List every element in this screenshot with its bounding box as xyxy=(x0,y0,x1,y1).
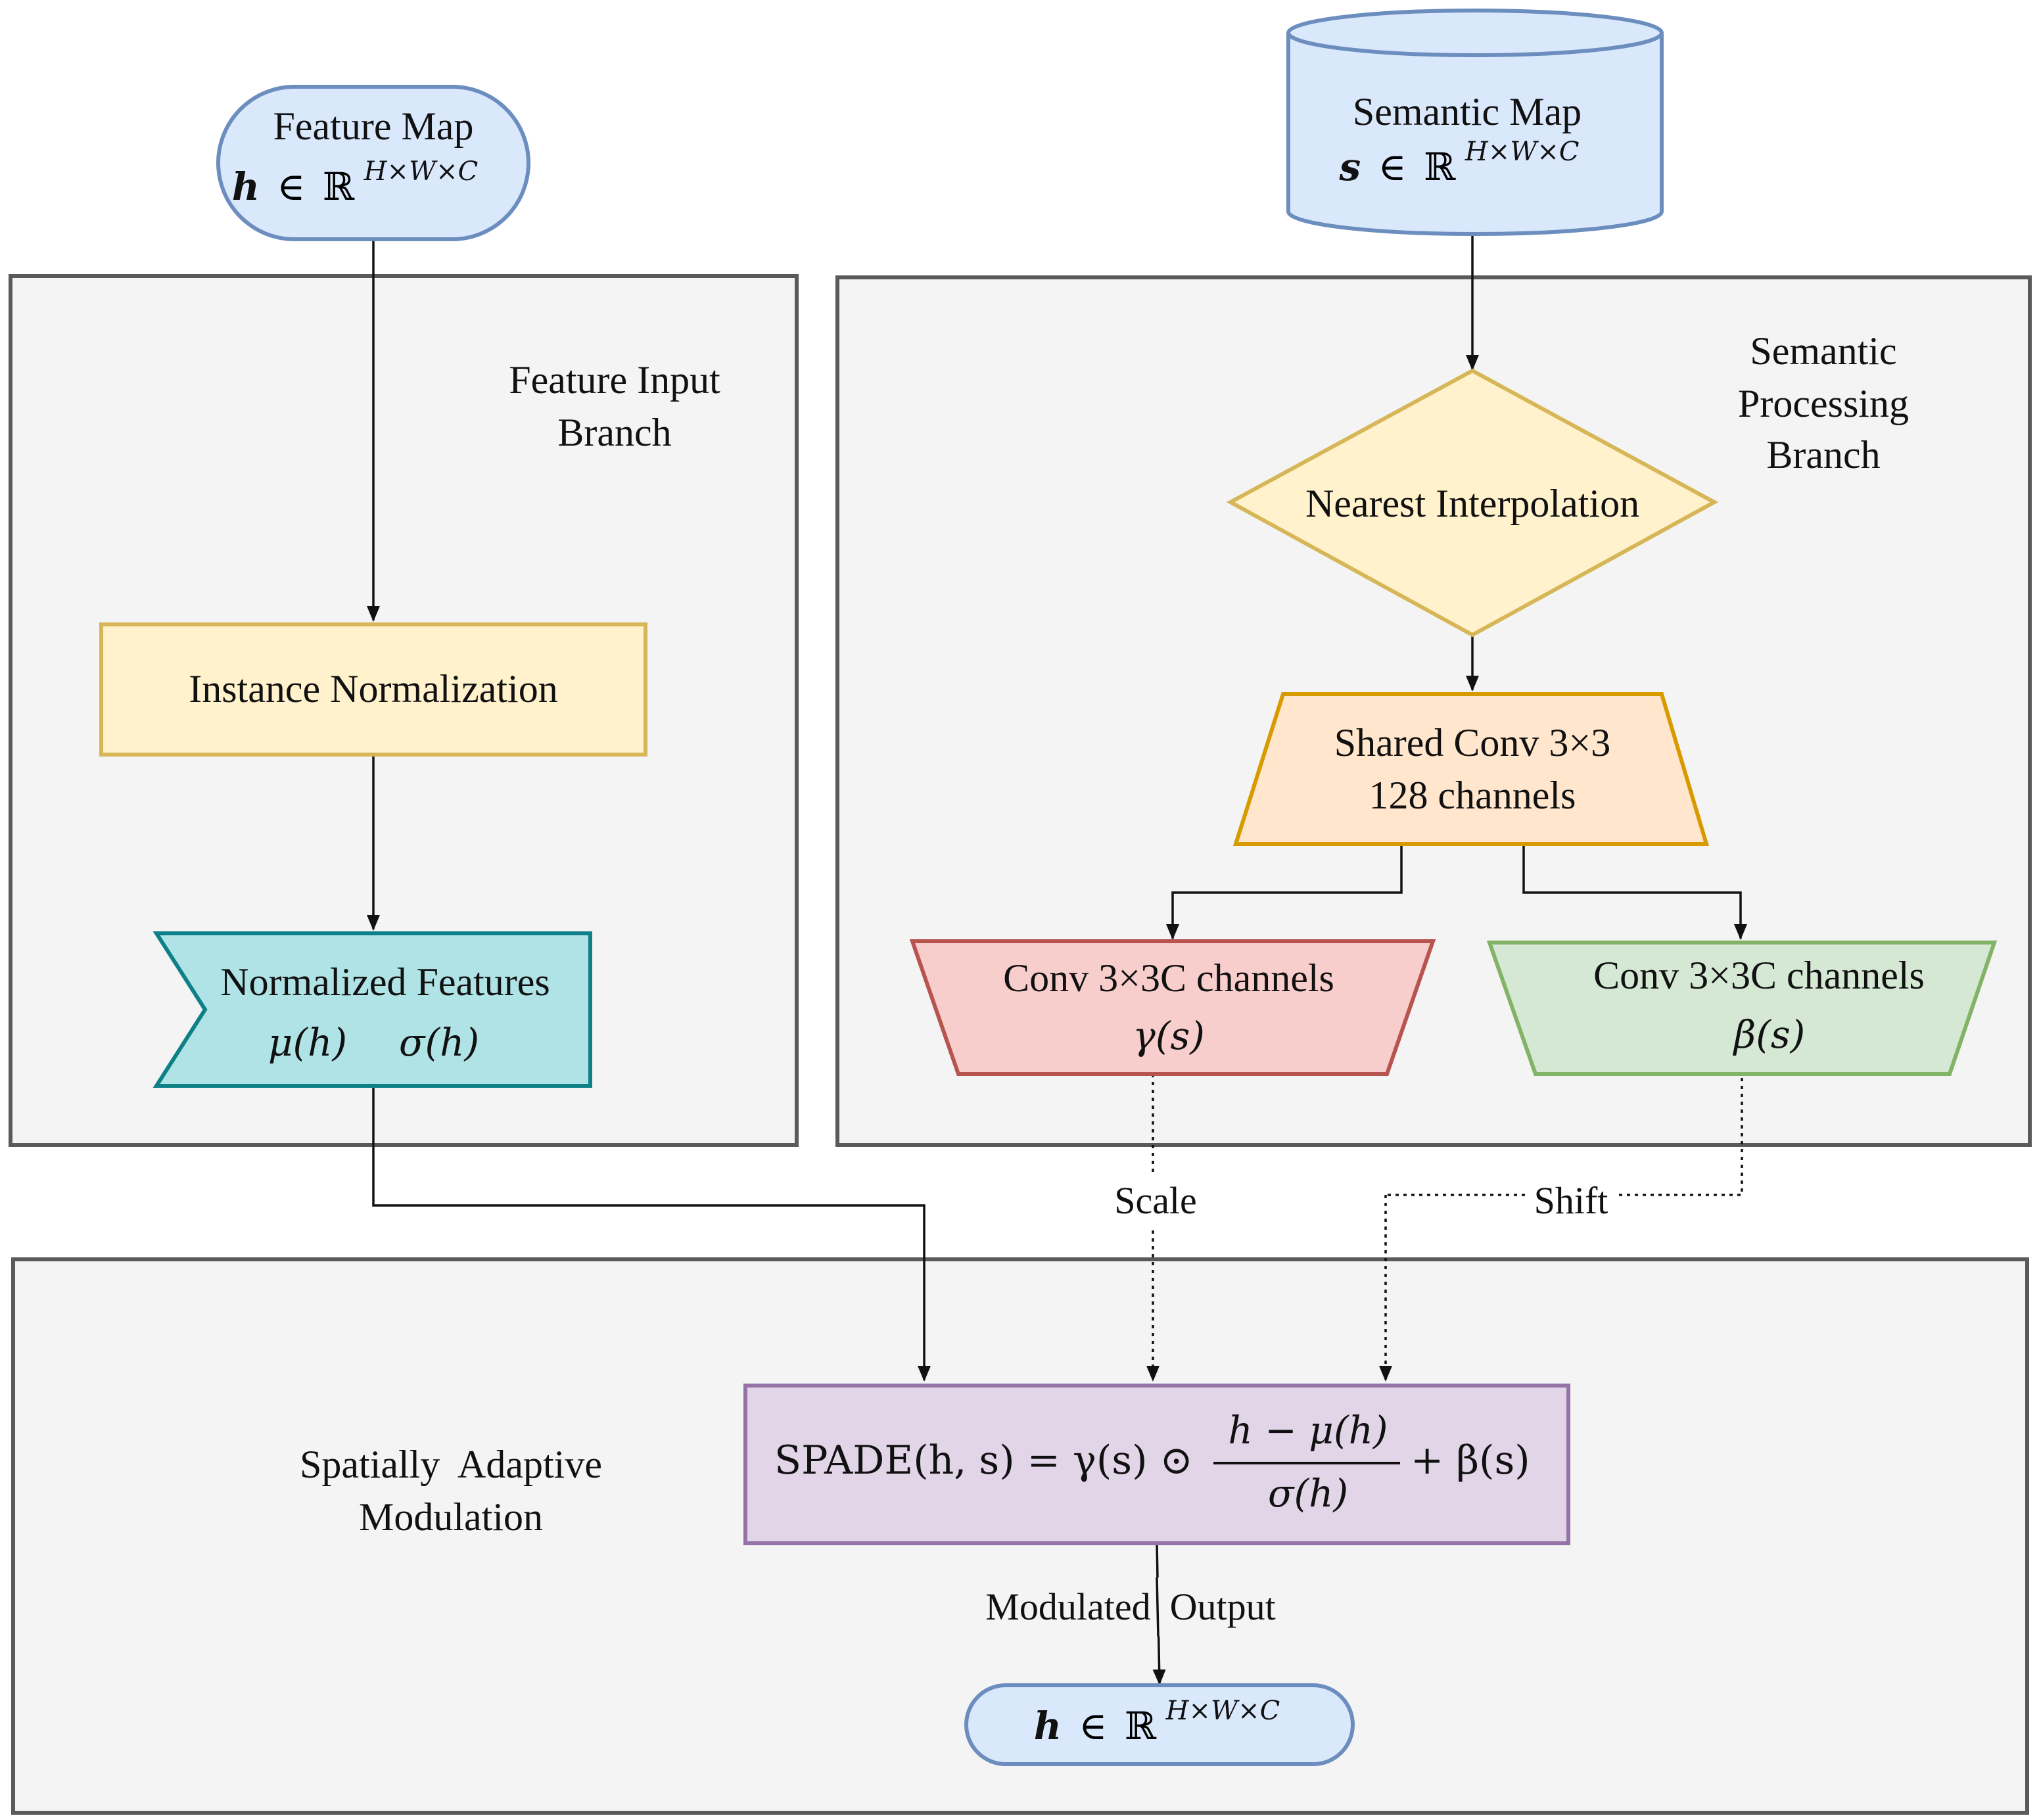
normalized-features-sigma: σ(h) xyxy=(399,1020,479,1065)
semantic-map-node: Semantic Map s ∈ ℝ H×W×C xyxy=(1286,9,1664,236)
conv-beta-label: Conv 3×3C channels xyxy=(1593,954,1925,997)
modulation-label-line2: Modulation xyxy=(359,1495,543,1539)
shared-conv-node: Shared Conv 3×3 128 channels xyxy=(1232,692,1710,846)
shared-conv-line2: 128 channels xyxy=(1369,774,1576,817)
conv-beta-fn: β(s) xyxy=(1733,1012,1806,1057)
edge-label-bg xyxy=(964,1577,1299,1637)
edge-label-scale: Scale xyxy=(1114,1179,1197,1222)
instance-normalization-node: Instance Normalization xyxy=(99,622,647,757)
spade-formula-node: SPADE(h, s) = γ(s) ⊙ h − μ(h) σ(h) + β(s… xyxy=(743,1384,1570,1545)
edge-shared-conv-to-beta xyxy=(1522,845,1747,940)
normalized-features-label: Normalized Features xyxy=(220,960,550,1004)
spade-formula-rhs: + β(s) xyxy=(1411,1437,1530,1483)
semantic-map-formula: s ∈ ℝ H×W×C xyxy=(1339,137,1580,189)
feature-map-formula: h ∈ ℝ H×W×C xyxy=(232,156,478,209)
nearest-interpolation-label: Nearest Interpolation xyxy=(1305,482,1639,525)
edge-spade-to-output-overlay xyxy=(1156,1577,1160,1637)
instance-normalization-label: Instance Normalization xyxy=(189,667,557,711)
conv-gamma-label: Conv 3×3C channels xyxy=(1003,956,1334,1000)
edge-shared-conv-to-gamma xyxy=(1166,845,1403,940)
normalized-features-node: Normalized Features μ(h) σ(h) xyxy=(152,931,592,1088)
feature-map-node: Feature Map h ∈ ℝ H×W×C xyxy=(216,85,530,241)
shared-conv-line1: Shared Conv 3×3 xyxy=(1334,721,1610,764)
feature-branch-label-line1: Feature Input xyxy=(509,358,720,402)
edge-label-modulated-output: Modulated Output xyxy=(985,1585,1275,1628)
nearest-interpolation-node: Nearest Interpolation xyxy=(1226,368,1719,638)
spade-formula-denominator: σ(h) xyxy=(1268,1471,1348,1516)
edge-normalized-to-spade xyxy=(372,1085,931,1382)
output-formula: h ∈ ℝ H×W×C xyxy=(1034,1696,1280,1748)
semantic-branch-label-line3: Branch xyxy=(1766,433,1880,477)
spade-formula-lhs: SPADE(h, s) = γ(s) ⊙ xyxy=(774,1437,1193,1483)
semantic-branch-label-line2: Processing xyxy=(1738,382,1909,425)
feature-map-title: Feature Map xyxy=(273,105,474,148)
modulation-label-line1: Spatially Adaptive xyxy=(300,1443,602,1486)
output-node: h ∈ ℝ H×W×C xyxy=(964,1683,1355,1766)
semantic-branch-label-line1: Semantic xyxy=(1750,329,1896,373)
edge-label-shift: Shift xyxy=(1534,1179,1608,1222)
conv-beta-node: Conv 3×3C channels β(s) xyxy=(1486,941,1998,1076)
spade-formula-numerator: h − μ(h) xyxy=(1228,1408,1388,1453)
normalized-features-mu: μ(h) xyxy=(268,1020,347,1065)
feature-branch-label-line2: Branch xyxy=(557,411,671,454)
semantic-map-title: Semantic Map xyxy=(1353,90,1582,133)
conv-gamma-fn: γ(s) xyxy=(1133,1014,1205,1058)
edge-beta-to-spade-a xyxy=(1617,1078,1743,1196)
conv-gamma-node: Conv 3×3C channels γ(s) xyxy=(909,939,1436,1076)
